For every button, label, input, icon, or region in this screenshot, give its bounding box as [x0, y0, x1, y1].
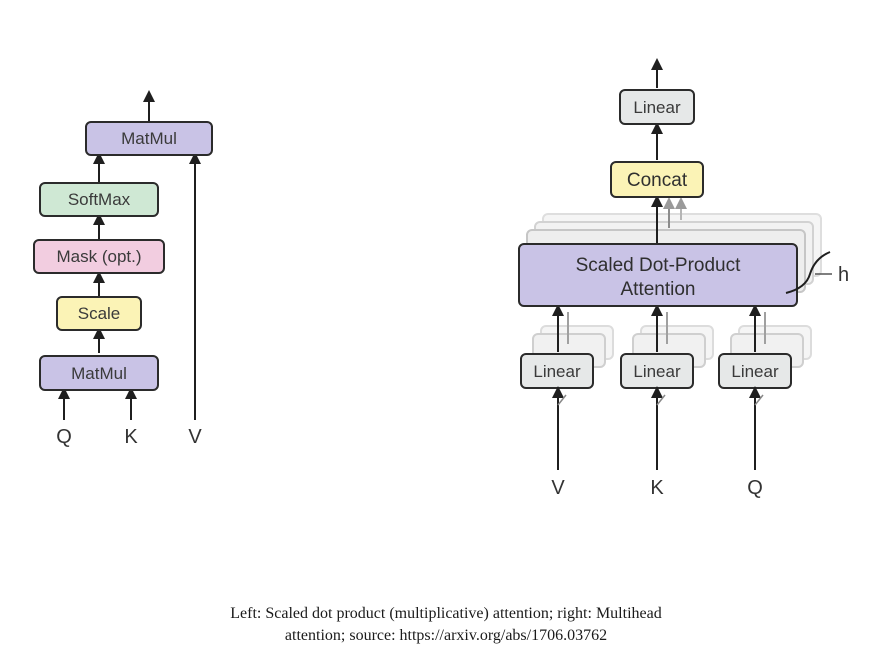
- softmax-box: [39, 182, 159, 217]
- caption-line-1: Left: Scaled dot product (multiplicative…: [230, 605, 662, 622]
- input-v-right: V: [551, 477, 565, 499]
- concat-label: Concat: [627, 170, 688, 191]
- attention-label-line1: Scaled Dot-Product: [576, 255, 741, 276]
- softmax-label: SoftMax: [68, 190, 131, 209]
- scale-label: Scale: [78, 304, 121, 323]
- mask-label: Mask (opt.): [56, 247, 141, 266]
- attention-label-line2: Attention: [621, 279, 696, 300]
- linear-k-label: Linear: [633, 362, 681, 381]
- input-fork-gray: [557, 394, 567, 406]
- caption-line-2: attention; source: https://arxiv.org/abs…: [284, 627, 608, 644]
- input-k-left: K: [124, 426, 138, 448]
- input-q-left: Q: [56, 426, 72, 448]
- scale-box: [56, 296, 142, 331]
- input-q-right: Q: [747, 477, 763, 499]
- input-v-left: V: [188, 426, 202, 448]
- input-k-right: K: [650, 477, 664, 499]
- matmul-top-box: [85, 121, 213, 156]
- linear-top-label: Linear: [633, 98, 681, 117]
- linear-v-label: Linear: [533, 362, 581, 381]
- attention-box: [518, 243, 798, 307]
- linear-top-box: [619, 89, 695, 125]
- multi-head-attention-diagram: Linear Concat Scaled Dot-Product Attenti…: [518, 58, 849, 499]
- input-fork-gray: [754, 394, 764, 406]
- heads-h-label: h: [838, 264, 849, 286]
- heads-brace: [785, 251, 831, 294]
- concat-box: [610, 161, 704, 198]
- matmul-bottom-box: [39, 355, 159, 391]
- linear-q-label: Linear: [731, 362, 779, 381]
- input-fork-gray: [656, 394, 666, 406]
- matmul-bottom-label: MatMul: [71, 364, 127, 383]
- mask-box: [33, 239, 165, 274]
- matmul-top-label: MatMul: [121, 129, 177, 148]
- scaled-dot-product-diagram: MatMul SoftMax Mask (opt.) Scale MatMul …: [33, 90, 213, 448]
